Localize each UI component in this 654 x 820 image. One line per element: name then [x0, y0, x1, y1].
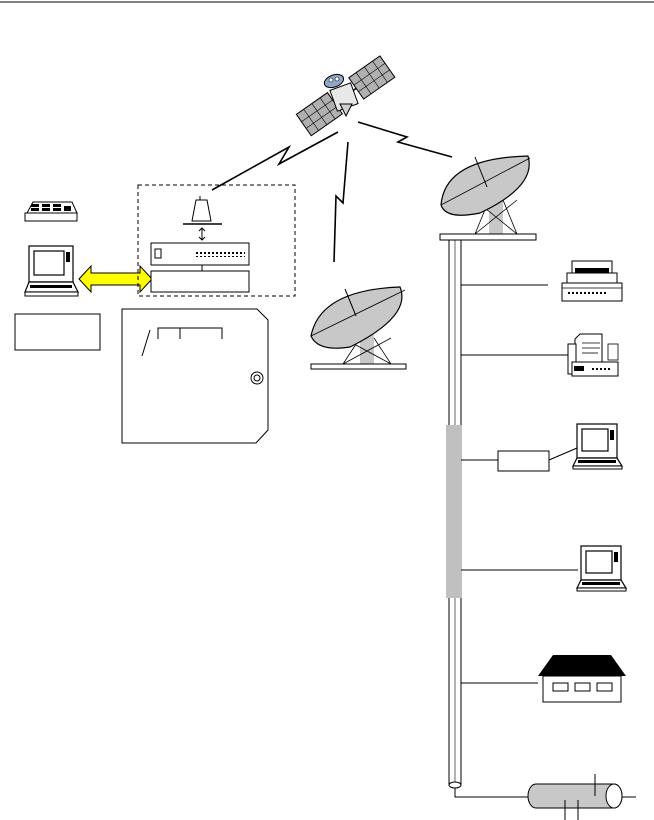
satellite-dish-icon	[439, 155, 537, 241]
label-box-left	[14, 313, 101, 351]
wireless-link-center	[333, 141, 349, 263]
dot-matrix-printer-icon	[24, 201, 78, 222]
wireless-link-left	[211, 131, 339, 191]
base-station-group	[137, 184, 296, 297]
fax-machine-icon	[567, 333, 619, 377]
antenna-icon	[183, 196, 222, 241]
control-panel	[121, 308, 269, 444]
branch-line-pipe	[454, 788, 530, 798]
pipe-segment-icon	[527, 774, 636, 820]
laptop-computer-icon	[24, 245, 79, 297]
laptop-computer-icon	[576, 545, 628, 592]
data-link-arrow	[78, 264, 153, 294]
branch-line-laptop-1	[548, 447, 578, 461]
mast-highlight	[446, 425, 462, 598]
panel-lever	[141, 329, 151, 357]
network-switch-icon	[150, 242, 250, 293]
satellite-dish-icon	[310, 286, 407, 370]
desktop-printer-icon	[561, 260, 623, 302]
laptop-computer-icon	[572, 423, 624, 470]
wireless-link-right	[357, 121, 453, 158]
panel-bracket	[157, 327, 223, 339]
building-icon	[538, 655, 626, 703]
label-box-right	[497, 450, 550, 472]
mast-base	[448, 781, 462, 789]
satellite-icon	[295, 55, 396, 137]
